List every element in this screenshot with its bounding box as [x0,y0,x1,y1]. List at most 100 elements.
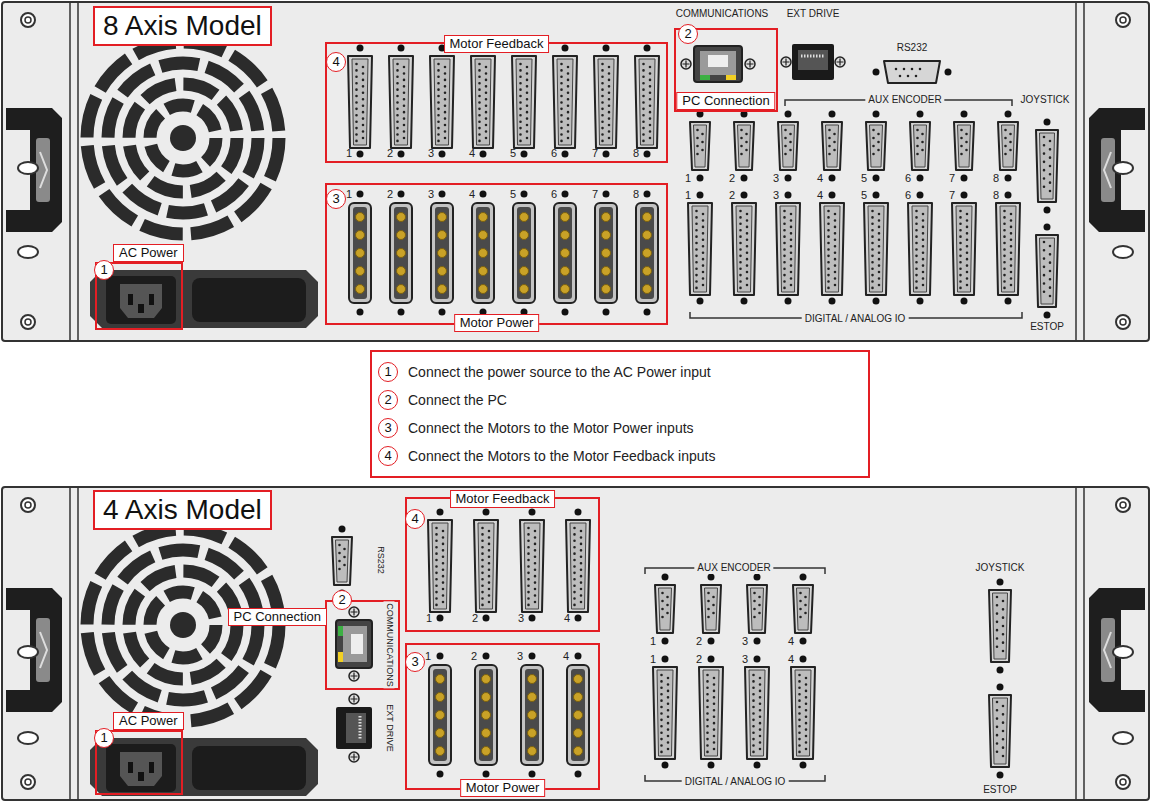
port-number: 4 [788,635,794,647]
highlight-box: Motor Power [325,183,668,325]
highlight-box: Motor Feedback [405,497,600,632]
highlight-label: Motor Feedback [450,490,556,508]
power-connector [521,653,543,778]
io-connector [864,192,888,305]
estop-connector [989,684,1011,779]
instruction-number: 2 [378,390,398,410]
power-connector [567,653,589,778]
feedback-connector [520,509,544,622]
port-number: 3 [773,172,779,184]
power-connector [390,191,412,316]
port-number: 7 [592,188,598,200]
mount-hole [21,13,35,27]
mount-slot [18,246,38,258]
instruction-text: Connect the power source to the AC Power… [408,358,854,386]
serial-connector [332,526,352,597]
port-number: 4 [563,650,569,662]
port-number: 5 [861,172,867,184]
callout-number: 1 [94,260,114,280]
rack-panel [2,487,1149,800]
highlight-box: Motor Power [405,643,600,790]
port-label: JOYSTICK [973,562,1028,574]
rack-handle [1089,108,1145,232]
feedback-connector [553,45,577,158]
feedback-connector [594,45,618,158]
port-number: 2 [696,653,702,665]
model-title: 4 Axis Model [93,490,272,530]
model-title: 8 Axis Model [93,6,272,46]
port-label: DIGITAL / ANALOG IO [802,313,909,325]
encoder-connector [747,574,767,645]
mount-slot [1113,646,1133,658]
instruction-box: Connect the power source to the AC Power… [370,350,870,478]
mount-slot [18,732,38,744]
port-number: 8 [993,172,999,184]
screw [349,607,359,617]
highlight-box: Motor Feedback [325,42,668,163]
port-label: DIGITAL / ANALOG IO [682,776,789,788]
power-connector [429,653,451,778]
rack-handle [6,588,62,712]
screw [781,57,791,67]
callout-number: 2 [678,24,698,44]
encoder-connector [734,111,754,182]
callout-number: 1 [94,728,114,748]
port-label: AUX ENCODER [694,562,773,574]
port-number: 7 [949,172,955,184]
feedback-connector [566,509,590,622]
port-number: 8 [993,189,999,201]
port-label: RS232 [375,544,386,576]
port-number: 4 [817,189,823,201]
feedback-connector [474,509,498,622]
feedback-connector [471,45,495,158]
mount-hole [21,775,35,789]
port-label: JOYSTICK [1018,94,1073,106]
encoder-connector [793,574,813,645]
callout-number: 4 [326,52,346,72]
encoder-connector [954,111,974,182]
port-number: 6 [551,147,557,159]
mount-hole [21,498,35,512]
mount-hole [1116,775,1130,789]
port-number: 1 [685,189,691,201]
blank-plate [192,278,306,322]
power-plate [90,270,318,328]
instruction-number: 4 [378,446,398,466]
joystick-connector [989,579,1011,674]
port-number: 3 [428,188,434,200]
port-number: 2 [387,147,393,159]
port-number: 8 [633,188,639,200]
feedback-connector [635,45,659,158]
mount-slot [1113,246,1133,258]
port-label: COMMUNICATIONS [384,601,395,688]
rack-panel [2,2,1149,341]
port-number: 6 [905,189,911,201]
port-label: AUX ENCODER [865,94,944,106]
port-number: 6 [551,188,557,200]
power-connector [636,191,658,316]
port-number: 1 [346,188,352,200]
io-connector [732,192,756,305]
feedback-connector [348,45,372,158]
io-connector [791,656,815,769]
callout-number: 3 [405,652,425,672]
io-connector [776,192,800,305]
power-connector [595,191,617,316]
port-number: 2 [472,612,478,624]
callout-number: 4 [405,509,425,529]
io-connector [688,192,712,305]
port-number: 2 [471,650,477,662]
instruction-text: Connect the Motors to the Motor Feedback… [408,442,854,470]
port-number: 1 [650,635,656,647]
ext-drive-port [792,44,834,80]
power-connector [472,191,494,316]
port-label: COMMUNICATIONS [673,8,772,20]
port-number: 6 [905,172,911,184]
port-number: 3 [428,147,434,159]
mount-slot [1113,732,1133,744]
encoder-connector [655,574,675,645]
callout-number: 3 [326,189,346,209]
port-number: 3 [742,635,748,647]
screw [681,59,691,69]
port-number: 2 [729,189,735,201]
